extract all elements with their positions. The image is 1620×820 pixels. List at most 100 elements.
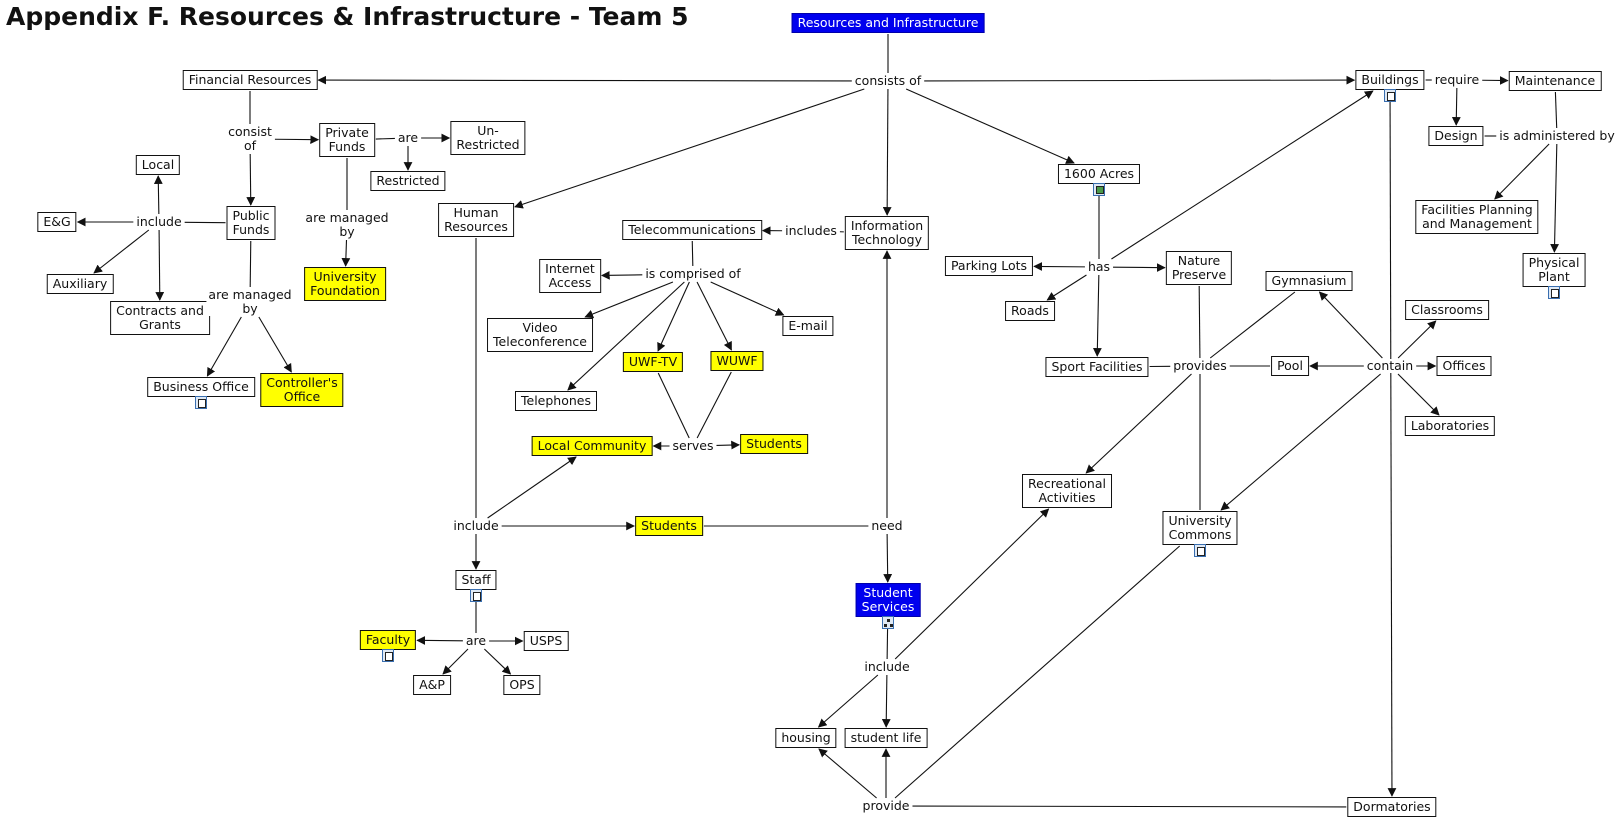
link-provide-housing — [818, 748, 877, 799]
link-are2-ops — [483, 648, 512, 675]
concept-acres: 1600 Acres — [1057, 164, 1141, 184]
linking-phrase-require: require — [1432, 73, 1482, 87]
text-line: Contracts and — [116, 303, 204, 318]
link-consistsof-acres — [905, 88, 1075, 164]
text-line: Faculty — [365, 632, 411, 647]
text-line: A&P — [419, 677, 445, 692]
linking-phrase-include3: include — [862, 659, 912, 674]
link-comprised-internet — [600, 270, 643, 280]
doc-icon[interactable] — [1194, 544, 1206, 557]
linking-phrase-consistsof: consists of — [852, 74, 924, 88]
text-line: are managed — [208, 287, 292, 302]
link-include1-aux — [93, 229, 150, 274]
text-line: Funds — [328, 139, 366, 154]
concept-localcomm: Local Community — [531, 436, 653, 456]
text-line: Technology — [851, 232, 923, 247]
text-line: Human — [453, 205, 499, 220]
linking-phrase-has: has — [1085, 260, 1113, 274]
doc-icon[interactable] — [195, 396, 207, 409]
text-line: Local — [141, 157, 175, 172]
doc-icon[interactable] — [470, 589, 482, 602]
text-line: Restricted — [456, 137, 520, 152]
concept-ap: A&P — [413, 675, 451, 695]
text-line: Funds — [232, 222, 270, 237]
text-line: include — [453, 518, 499, 533]
concept-dorms: Dormatories — [1347, 797, 1437, 817]
linking-phrase-includes: includes — [783, 224, 839, 238]
text-line: 1600 Acres — [1063, 166, 1135, 181]
text-line: E-mail — [788, 318, 828, 333]
text-line: are — [465, 633, 487, 648]
link-include2-localcomm — [487, 456, 577, 519]
text-line: Facilities Planning — [1421, 202, 1533, 217]
link-consistsof-infotech — [882, 88, 892, 216]
linking-phrase-contain: contain — [1364, 359, 1416, 373]
linking-phrase-comprised: is comprised of — [643, 267, 743, 281]
link-has-sport — [1092, 274, 1102, 357]
text-line: provides — [1173, 358, 1227, 373]
linking-phrase-include2: include — [451, 518, 501, 533]
concept-finres: Financial Resources — [182, 70, 318, 90]
text-line: Students — [641, 518, 697, 533]
doc-icon[interactable] — [1548, 286, 1560, 299]
text-line: Student — [863, 585, 913, 600]
link-public-managed2 — [249, 240, 252, 288]
text-line: Commons — [1168, 527, 1232, 542]
link-managed2-busoff — [206, 316, 242, 377]
link-nature-provides — [1198, 285, 1201, 359]
text-line: by — [242, 301, 258, 316]
link-consistsof-humres — [514, 88, 865, 209]
concept-gym: Gymnasium — [1265, 271, 1353, 291]
text-line: Pool — [1277, 358, 1303, 373]
linking-phrase-provide: provide — [860, 799, 912, 813]
concept-roads: Roads — [1005, 301, 1055, 321]
concept-students1: Students — [740, 434, 808, 454]
link-consistof-public — [246, 153, 256, 206]
text-line: are managed — [305, 210, 389, 225]
concept-local: Local — [135, 155, 181, 175]
text-line: Design — [1434, 128, 1478, 143]
text-line: Resources and Infrastructure — [797, 15, 979, 30]
img-icon[interactable] — [1093, 183, 1105, 196]
text-line: include — [864, 659, 910, 674]
linking-phrase-include1: include — [134, 215, 184, 229]
link-telecom-comprised — [691, 240, 694, 267]
concept-studlife: student life — [844, 728, 928, 748]
link-managed1-ufound — [341, 239, 351, 267]
doc-icon[interactable] — [382, 649, 394, 662]
org-icon[interactable] — [882, 616, 894, 629]
text-line: Buildings — [1361, 72, 1419, 87]
link-comprised-telephones — [567, 281, 685, 391]
text-line: Internet — [545, 261, 595, 276]
link-comprised-uwftv — [657, 281, 690, 352]
text-line: Laboratories — [1410, 418, 1490, 433]
concept-telecom: Telecommunications — [622, 220, 762, 240]
link-has-nature — [1113, 263, 1166, 272]
link-include3-studlife — [881, 674, 891, 728]
link-managed2-controller — [258, 316, 292, 373]
concept-aux: Auxiliary — [46, 274, 114, 294]
text-line: Activities — [1038, 490, 1096, 505]
link-consistsof-finres — [317, 75, 852, 85]
text-line: Nature — [1177, 253, 1221, 268]
text-line: Grants — [139, 317, 181, 332]
text-line: Maintenance — [1514, 73, 1596, 88]
concept-telephones: Telephones — [515, 391, 597, 411]
text-line: Teleconference — [493, 334, 587, 349]
doc-icon[interactable] — [1384, 89, 1396, 102]
concept-ops: OPS — [503, 675, 541, 695]
link-are2-ap — [442, 648, 469, 675]
link-has-buildings — [1111, 90, 1374, 260]
text-line: University — [313, 269, 377, 284]
